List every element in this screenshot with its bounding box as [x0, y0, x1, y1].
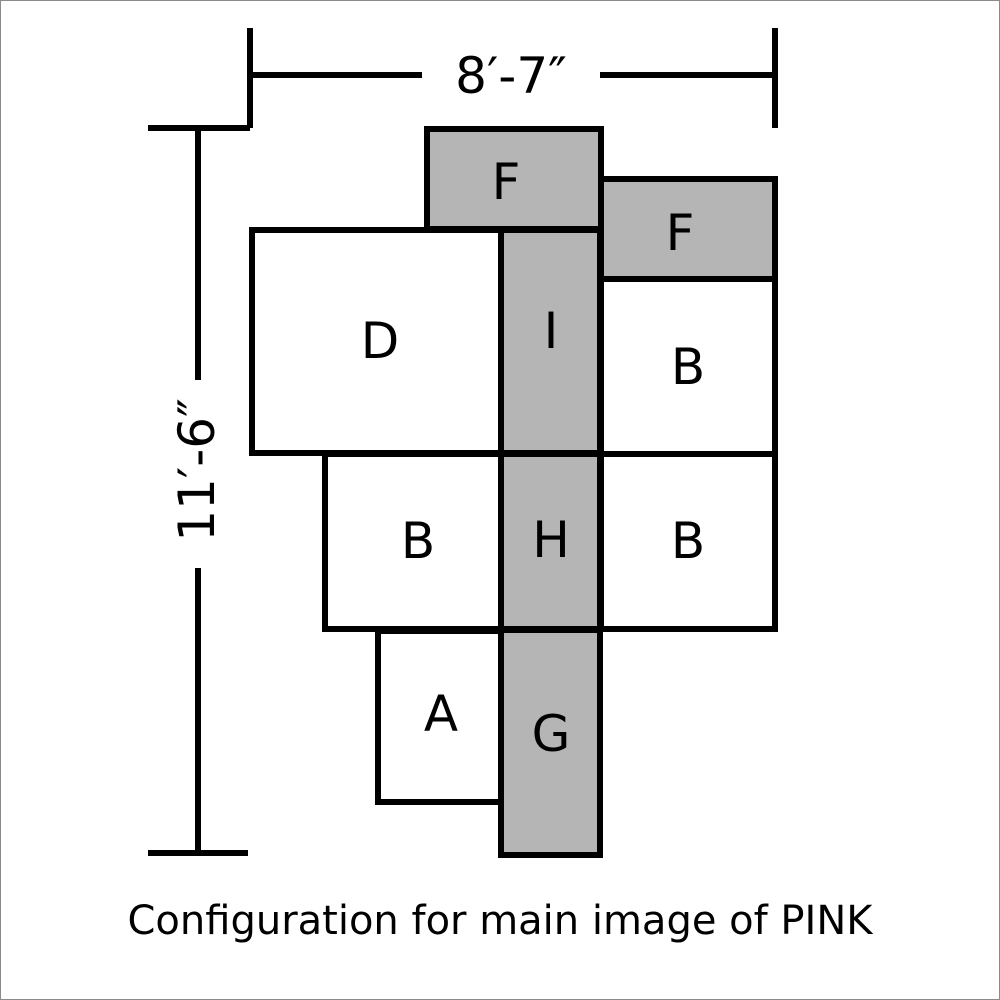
tile-label: G	[532, 705, 571, 763]
height-dimension: 11′-6″	[148, 125, 250, 856]
tile-label: B	[401, 512, 435, 570]
width-dimension-label: 8′-7″	[455, 47, 567, 105]
tile-D: D	[249, 227, 504, 456]
width-dimension: 8′-7″	[247, 28, 778, 128]
tile-B-middle-right: B	[598, 451, 778, 632]
tile-label: D	[361, 312, 400, 370]
height-dimension-label: 11′-6″	[168, 398, 226, 542]
diagram-caption: Configuration for main image of PINK	[127, 898, 873, 944]
tile-label: F	[492, 153, 521, 211]
tile-F-top: F	[424, 126, 604, 232]
tile-B-upper-right: B	[598, 276, 778, 457]
tile-label: H	[532, 511, 570, 569]
tile-H: H	[498, 451, 603, 632]
tile-B-middle-left: B	[322, 451, 504, 632]
tile-label: I	[544, 302, 559, 360]
tile-A: A	[375, 628, 504, 805]
tile-label: B	[671, 512, 705, 570]
tile-label: F	[666, 204, 695, 262]
tile-label: A	[424, 685, 458, 743]
tile-F-right: F	[598, 176, 778, 282]
tile-I: I	[498, 227, 603, 456]
tile-label: B	[671, 338, 705, 396]
tile-G: G	[498, 627, 603, 858]
